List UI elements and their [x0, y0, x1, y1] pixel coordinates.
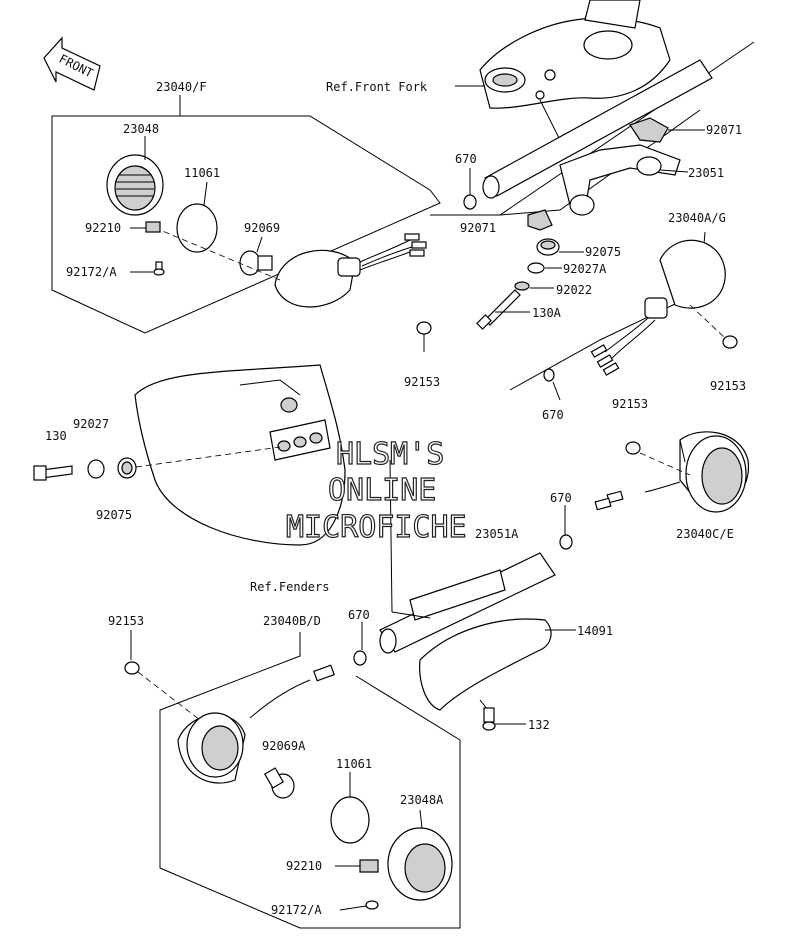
label-92069: 92069 — [244, 221, 280, 235]
label-92027: 92027 — [73, 417, 109, 431]
label-14091: 14091 — [577, 624, 613, 638]
label-23048: 23048 — [123, 122, 159, 136]
label-670-top: 670 — [455, 152, 477, 166]
label-130a: 130A — [532, 306, 562, 320]
front-arrow-icon: FRONT — [43, 36, 101, 91]
watermark: HLSM'S ONLINE MICROFICHE — [285, 436, 467, 545]
label-92022: 92022 — [556, 283, 592, 297]
front-fork-bracket — [455, 0, 671, 151]
label-92075-top: 92075 — [585, 245, 621, 259]
label-23040-f: 23040/F — [156, 80, 207, 94]
watermark-line-1: HLSM'S — [336, 437, 444, 472]
label-670-bottom: 670 — [348, 608, 370, 622]
label-92075-left: 92075 — [96, 508, 132, 522]
label-23040a-g: 23040A/G — [668, 211, 726, 225]
label-92071-left: 92071 — [460, 221, 496, 235]
label-92027a: 92027A — [563, 262, 607, 276]
label-23040c-e: 23040C/E — [676, 527, 734, 541]
label-92153-bottom: 92153 — [108, 614, 144, 628]
label-92172a-top: 92172/A — [66, 265, 117, 279]
label-92210-bottom: 92210 — [286, 859, 322, 873]
label-92172a-bottom: 92172/A — [271, 903, 322, 917]
turn-signal-assembly-ce — [559, 431, 750, 550]
label-92069a: 92069A — [262, 739, 306, 753]
label-23051a: 23051A — [475, 527, 519, 541]
label-92153-right: 92153 — [710, 379, 746, 393]
label-23048a: 23048A — [400, 793, 444, 807]
part-labels: 23040/F 23048 11061 92069 92210 92172/A … — [45, 80, 746, 917]
stay-tube-23051 — [430, 41, 755, 330]
label-670-right: 670 — [542, 408, 564, 422]
watermark-line-3: MICROFICHE — [286, 510, 467, 545]
label-11061-bottom: 11061 — [336, 757, 372, 771]
label-92153-top: 92153 — [404, 375, 440, 389]
label-92210-top: 92210 — [85, 221, 121, 235]
label-ref-front-fork: Ref.Front Fork — [326, 80, 428, 94]
label-23051: 23051 — [688, 166, 724, 180]
turn-signal-assembly-bd — [124, 622, 461, 929]
label-23040b-d: 23040B/D — [263, 614, 321, 628]
label-92153-mid: 92153 — [612, 397, 648, 411]
label-132: 132 — [528, 718, 550, 732]
watermark-line-2: ONLINE — [328, 473, 436, 508]
label-92071-right: 92071 — [706, 123, 742, 137]
turn-signal-assembly-f — [51, 95, 441, 352]
label-130: 130 — [45, 429, 67, 443]
label-ref-fenders: Ref.Fenders — [250, 580, 329, 594]
turn-signal-assembly-ag — [509, 231, 738, 401]
stay-tube-23051a — [379, 459, 576, 731]
label-11061-top: 11061 — [184, 166, 220, 180]
fender-bracket — [33, 364, 346, 546]
label-670-mid: 670 — [550, 491, 572, 505]
